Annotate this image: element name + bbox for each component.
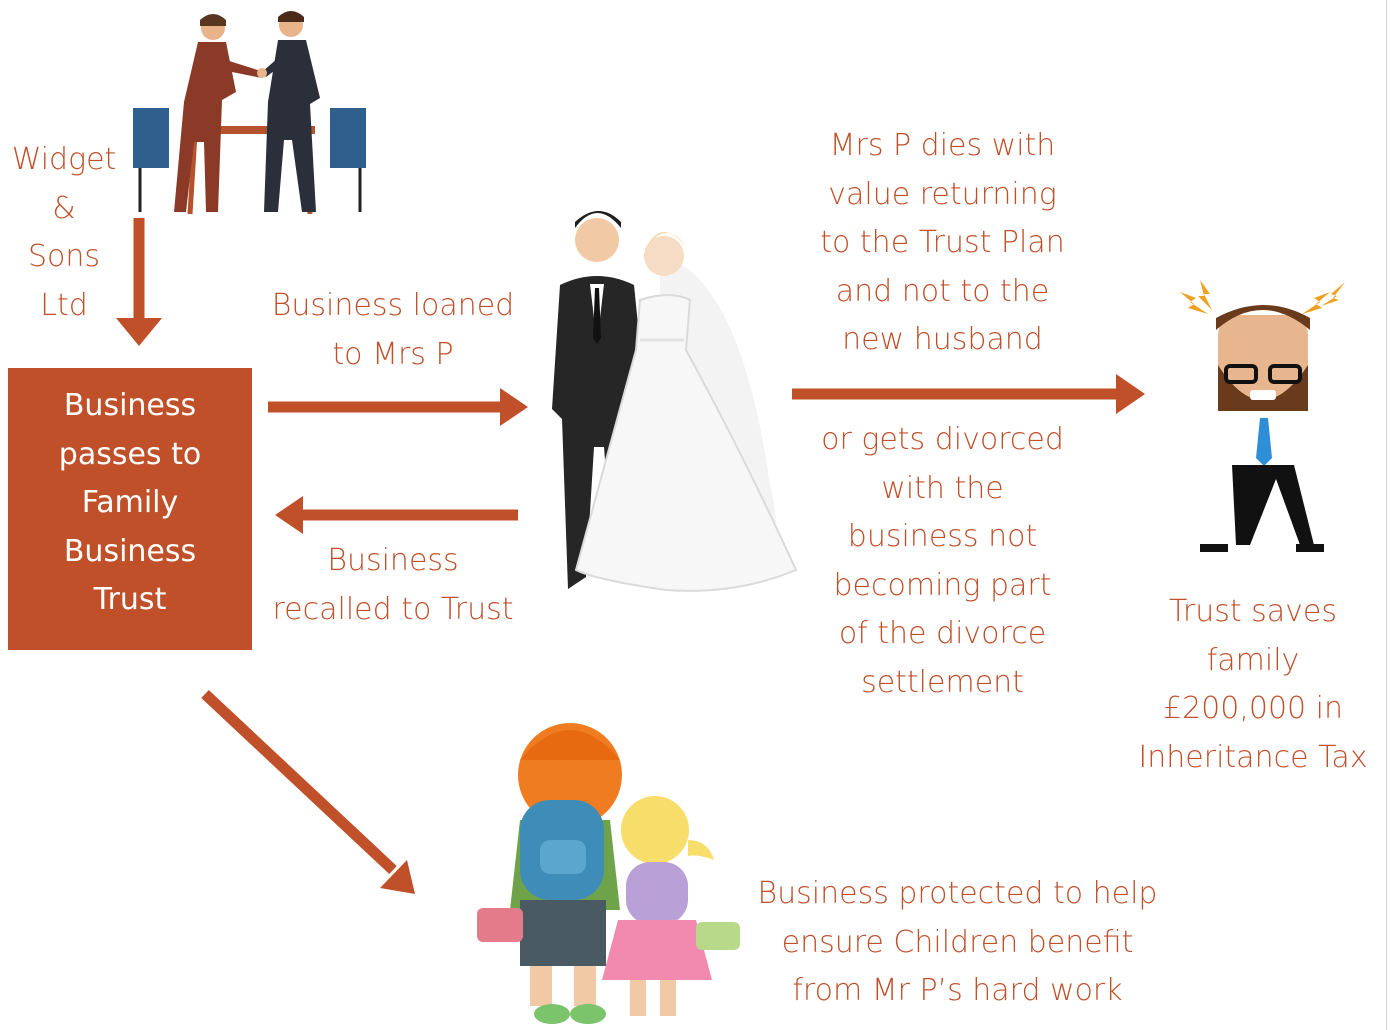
arrow-loaned-head: [500, 388, 528, 426]
divorce-label: or gets divorced with the business not b…: [821, 422, 1064, 700]
family-business-trust-box: Business passes to Family Business Trust: [8, 368, 252, 650]
loaned-label: Business loaned to Mrs P: [271, 288, 515, 372]
arrow-to-stressed-head: [1116, 374, 1145, 414]
arrow-to-children: [201, 689, 397, 875]
arrow-company-to-trust-head: [116, 318, 162, 346]
recalled-label: Business recalled to Trust: [272, 543, 514, 627]
trust-box-label: Business passes to Family Business Trust: [58, 388, 202, 617]
dies-label: Mrs P dies with value returning to the T…: [820, 128, 1065, 357]
tax-savings-label: Trust saves family £200,000 in Inheritan…: [1138, 594, 1368, 775]
arrow-to-children-head: [380, 860, 415, 894]
company-label: Widget & Sons Ltd: [11, 142, 117, 323]
arrow-recalled-head: [275, 496, 303, 534]
page-edge-line: [1386, 0, 1387, 1030]
children-protected-label: Business protected to help ensure Childr…: [757, 876, 1158, 1008]
